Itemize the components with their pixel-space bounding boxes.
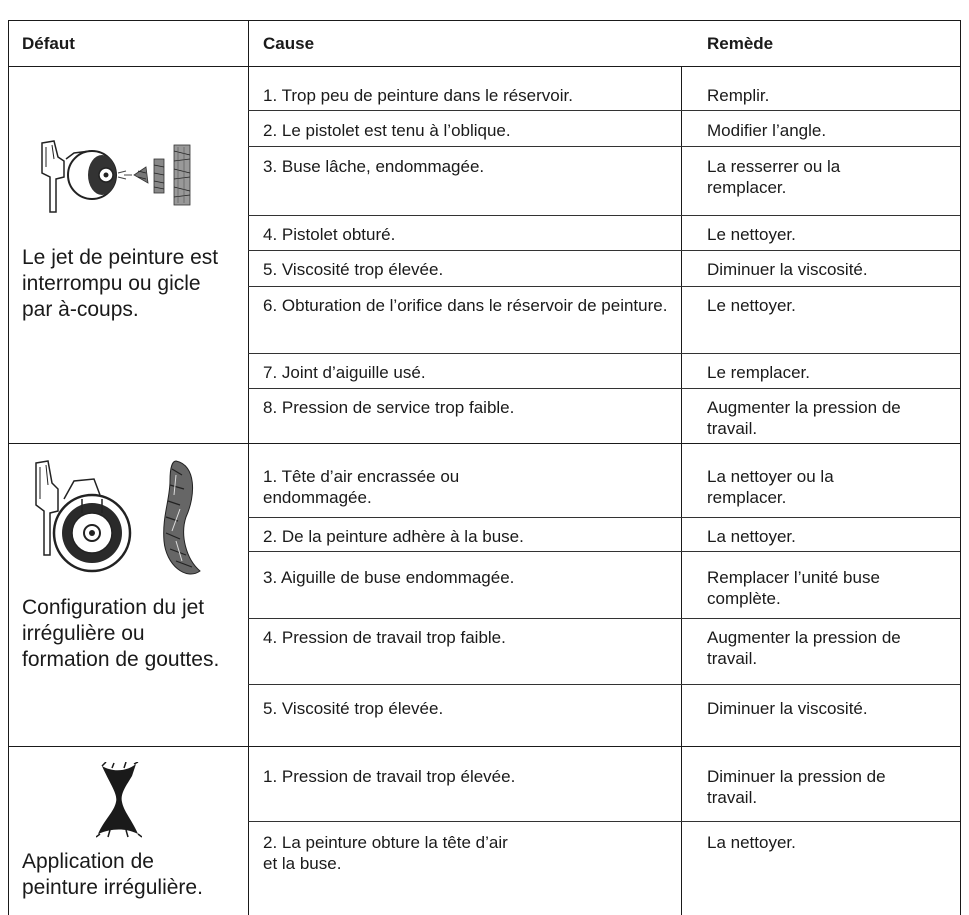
cause-2-1: 1. Tête d’air encrassée ou endommagée. (263, 467, 460, 507)
row-divider (248, 388, 960, 389)
row-divider (248, 250, 960, 251)
remedy-2-4: Augmenter la pression de travail. (707, 628, 901, 668)
row-divider (248, 517, 960, 518)
cause-2-4: 4. Pression de travail trop faible. (263, 628, 506, 647)
row-divider (248, 286, 960, 287)
hourglass-spray-pattern-icon (96, 762, 142, 838)
remedy-2-5: Diminuer la viscosité. (707, 699, 868, 718)
header-cause: Cause (263, 34, 315, 53)
remedy-2-3: Remplacer l’unité buse complète. (707, 568, 880, 608)
header-remede: Remède (707, 34, 774, 53)
spray-gun-interrupted-jet-icon (34, 137, 209, 219)
remedy-3-1: Diminuer la pression de travail. (707, 767, 886, 807)
defect-description-2: Configuration du jet irrégulière ou form… (22, 596, 220, 671)
cause-2-3: 3. Aiguille de buse endommagée. (263, 568, 515, 587)
cause-1-8: 8. Pression de service trop faible. (263, 398, 515, 417)
remedy-2-1: La nettoyer ou la remplacer. (707, 467, 834, 507)
row-divider (248, 618, 960, 619)
cause-2-5: 5. Viscosité trop élevée. (263, 699, 444, 718)
cause-3-1: 1. Pression de travail trop élevée. (263, 767, 516, 786)
defect-description-3: Application de peinture irrégulière. (22, 850, 203, 899)
header-defaut: Défaut (22, 34, 75, 53)
cause-1-4: 4. Pistolet obturé. (263, 225, 396, 244)
remedy-1-2: Modifier l’angle. (707, 121, 827, 140)
row-divider (248, 215, 960, 216)
cause-1-6: 6. Obturation de l’orifice dans le réser… (263, 296, 668, 315)
row-divider (248, 684, 960, 685)
remedy-2-2: La nettoyer. (707, 527, 796, 546)
cause-1-2: 2. Le pistolet est tenu à l’oblique. (263, 121, 511, 140)
group-separator-1 (8, 443, 961, 444)
remedy-1-6: Le nettoyer. (707, 296, 796, 315)
spray-gun-irregular-pattern-icon (30, 455, 210, 585)
cause-1-3: 3. Buse lâche, endommagée. (263, 157, 485, 176)
remedy-1-4: Le nettoyer. (707, 225, 796, 244)
row-divider (248, 821, 960, 822)
remedy-1-5: Diminuer la viscosité. (707, 260, 868, 279)
table-border-top (8, 20, 961, 21)
row-divider (248, 146, 960, 147)
remedy-1-7: Le remplacer. (707, 363, 810, 382)
row-divider (248, 110, 960, 111)
table-border-right (960, 20, 961, 915)
header-separator (8, 66, 961, 67)
column-divider-defect (248, 20, 249, 915)
remedy-1-3: La resserrer ou la remplacer. (707, 157, 841, 197)
remedy-1-1: Remplir. (707, 86, 770, 105)
row-divider (248, 551, 960, 552)
defect-description-1: Le jet de peinture est interrompu ou gic… (22, 246, 219, 321)
column-divider-cause (681, 67, 682, 915)
cause-1-1: 1. Trop peu de peinture dans le réservoi… (263, 86, 573, 105)
cause-2-2: 2. De la peinture adhère à la buse. (263, 527, 524, 546)
remedy-3-2: La nettoyer. (707, 833, 796, 852)
remedy-1-8: Augmenter la pression de travail. (707, 398, 901, 438)
group-separator-2 (8, 746, 961, 747)
row-divider (248, 353, 960, 354)
table-border-left (8, 20, 9, 915)
cause-1-5: 5. Viscosité trop élevée. (263, 260, 444, 279)
cause-1-7: 7. Joint d’aiguille usé. (263, 363, 426, 382)
cause-3-2: 2. La peinture obture la tête d’air et l… (263, 833, 508, 873)
